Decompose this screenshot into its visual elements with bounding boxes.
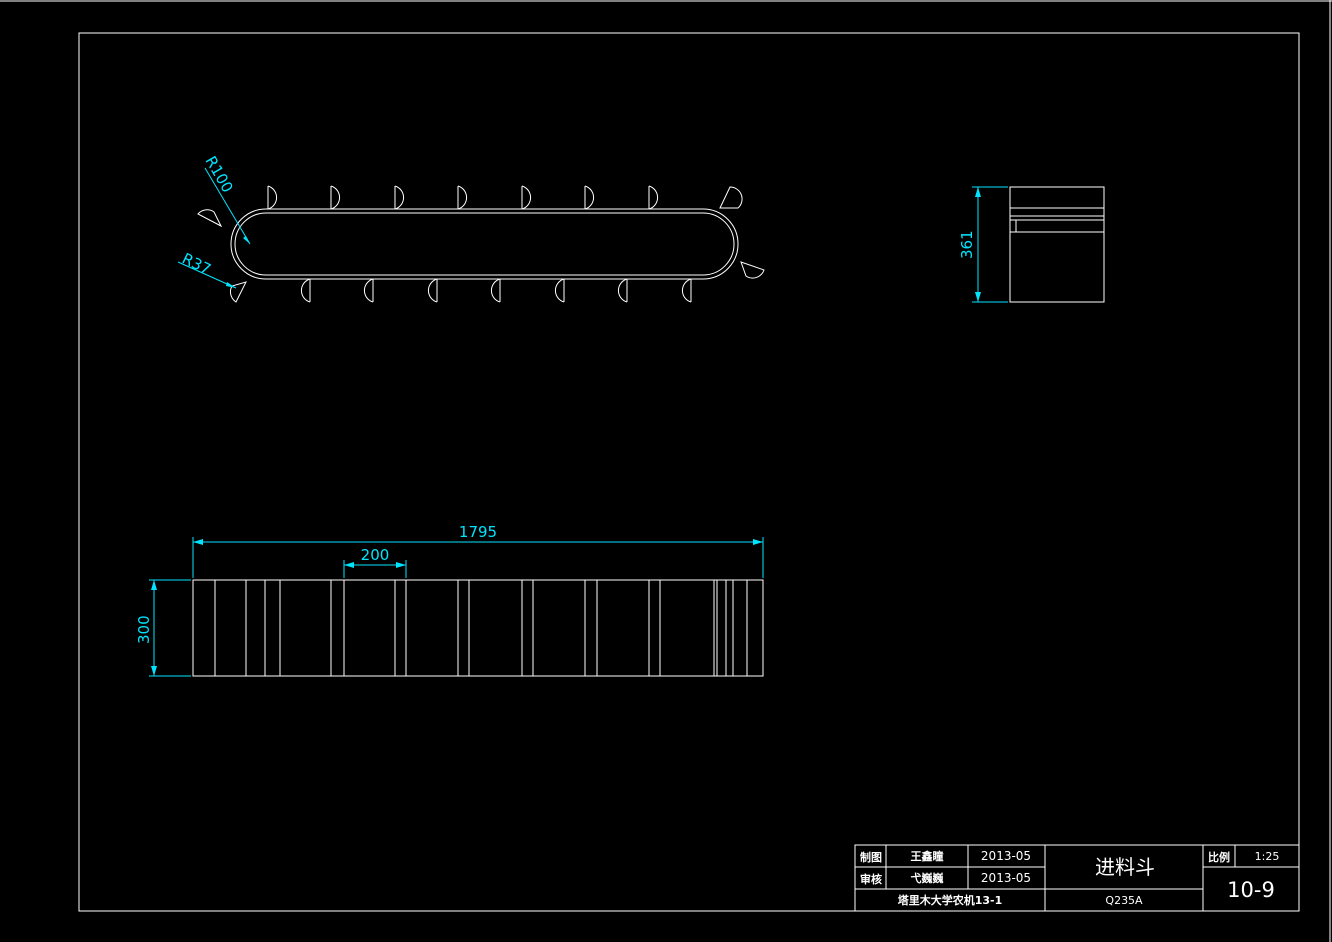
bucket-bottom-2 — [364, 278, 374, 303]
length-dim-arrow-left — [193, 539, 203, 545]
bucket-bottom-1 — [301, 278, 311, 303]
tb-scale-value: 1:25 — [1255, 850, 1280, 863]
tb-drawing-number: 10-9 — [1227, 878, 1275, 902]
bucket-top-3 — [394, 185, 404, 210]
side-dim-arrow-bottom — [975, 292, 981, 302]
bucket-top-7 — [648, 185, 658, 210]
top-view: R100 R37 — [177, 153, 765, 303]
tb-part-name: 进料斗 — [1095, 855, 1155, 879]
tb-date-2: 2013-05 — [981, 871, 1031, 885]
radius-outer-label: R100 — [202, 153, 237, 196]
tb-material: Q235A — [1105, 894, 1143, 907]
bucket-top-4 — [457, 185, 467, 210]
tb-date-1: 2013-05 — [981, 849, 1031, 863]
tb-scale-label: 比例 — [1208, 850, 1230, 864]
bucket-top-5 — [521, 185, 531, 210]
tb-organization: 塔里木大学农机13-1 — [898, 893, 1003, 907]
title-block: 制图 王鑫瞳 2013-05 审核 弋巍巍 2013-05 塔里木大学农机13-… — [854, 844, 1300, 912]
bucket-bottom-4 — [491, 278, 501, 303]
height-dim-arrow-top — [151, 580, 157, 590]
front-view-divisions — [214, 580, 763, 677]
side-dim-arrow-top — [975, 187, 981, 197]
radius-outer-arrow — [243, 236, 250, 244]
tb-role-1: 制图 — [860, 850, 882, 864]
pitch-dim-arrow-right — [396, 562, 406, 568]
front-view-body — [192, 579, 764, 677]
bucket-end-left — [197, 209, 223, 228]
bucket-end-right — [740, 261, 765, 279]
chain-outline-inner — [234, 212, 735, 276]
bucket-top-1 — [267, 185, 277, 210]
side-height-label: 361 — [958, 230, 976, 259]
radius-outer-leader — [204, 167, 251, 245]
radius-inner-label: R37 — [179, 249, 213, 278]
chain-outline-outer — [230, 208, 739, 280]
front-height-label: 300 — [135, 615, 153, 644]
bucket-top-2 — [330, 185, 340, 210]
pitch-dim-arrow-left — [344, 562, 354, 568]
side-view-body — [1009, 186, 1105, 303]
bucket-end-bottom-left — [229, 281, 247, 303]
bucket-bottom-7 — [682, 278, 692, 303]
tb-role-2: 审核 — [860, 872, 882, 886]
radius-inner-arrow — [226, 282, 236, 288]
bucket-bottom-6 — [618, 278, 628, 303]
front-view: 1795 200 300 — [135, 523, 764, 677]
buckets-top-row — [267, 185, 658, 210]
side-view: 361 — [958, 186, 1105, 303]
bucket-bottom-5 — [555, 278, 565, 303]
buckets-bottom-row — [301, 278, 692, 303]
bucket-end-top-right — [719, 186, 743, 209]
buckets-end-turns — [197, 186, 765, 303]
bucket-top-6 — [584, 185, 594, 210]
pitch-label: 200 — [361, 546, 390, 564]
height-dim-arrow-bottom — [151, 666, 157, 676]
length-dim-arrow-right — [753, 539, 763, 545]
radius-inner-leader — [177, 261, 237, 289]
title-block-frame — [854, 844, 1300, 912]
length-label: 1795 — [459, 523, 497, 541]
drawing-frame — [78, 32, 1300, 912]
tb-name-1: 王鑫瞳 — [911, 849, 944, 863]
tb-name-2: 弋巍巍 — [911, 871, 944, 885]
bucket-bottom-3 — [428, 278, 438, 303]
